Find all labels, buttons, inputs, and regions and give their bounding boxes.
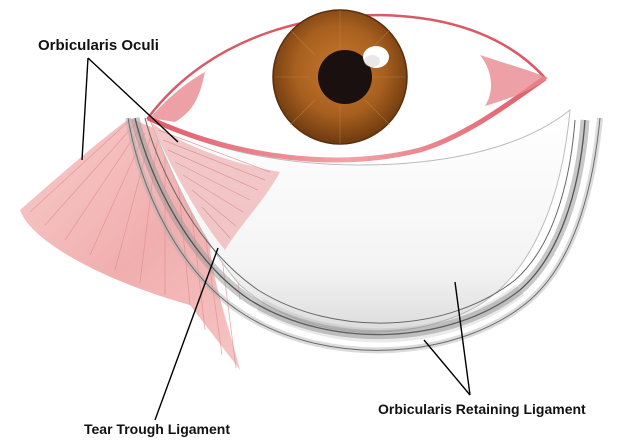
orbicularis-retaining-ligament-label: Orbicularis Retaining Ligament: [378, 401, 586, 417]
orbicularis-oculi-label: Orbicularis Oculi: [38, 37, 159, 54]
tear-trough-ligament-label: Tear Trough Ligament: [84, 421, 230, 437]
eye: [148, 10, 548, 160]
leader-orbicularis-oculi: [82, 58, 88, 160]
